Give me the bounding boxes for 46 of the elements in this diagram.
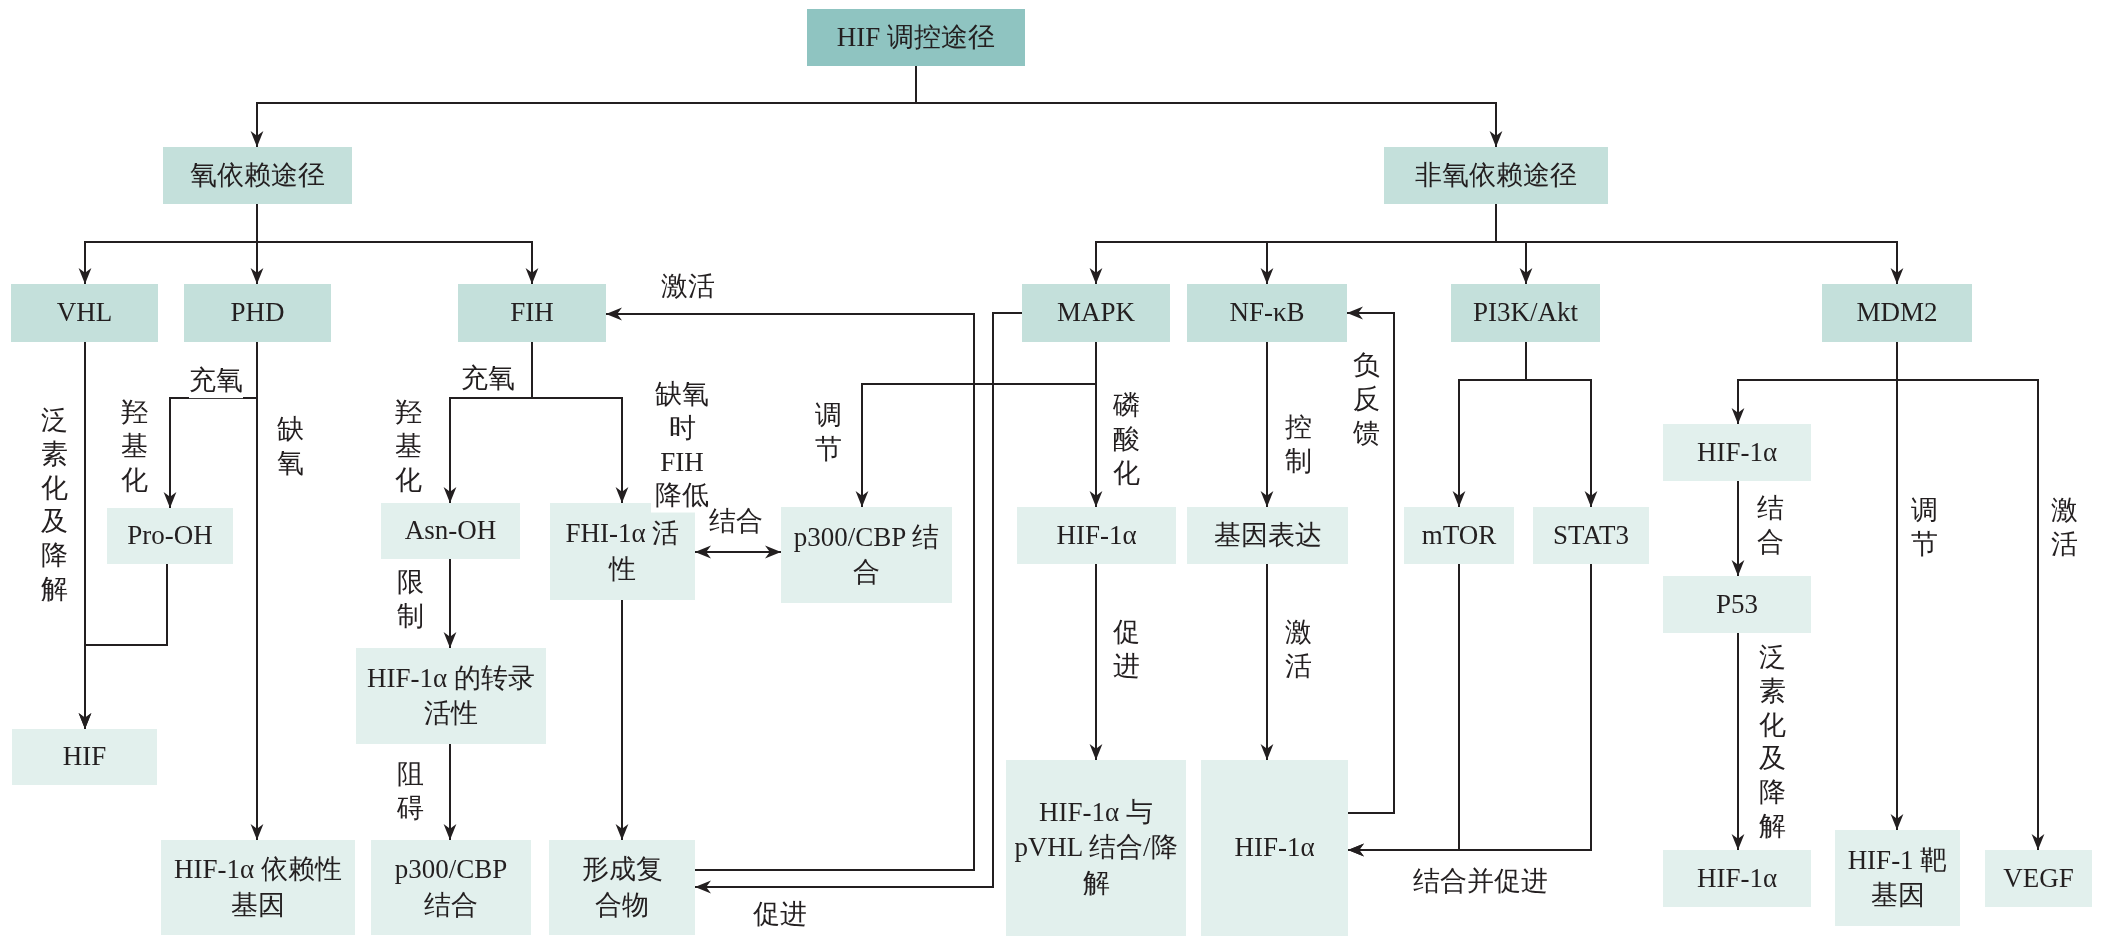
process-box: 形成复合物 [549,840,695,935]
process-box: STAT3 [1533,507,1649,564]
process-box: HIF-1α 的转录活性 [356,648,546,744]
process-box: HIF-1α [1017,507,1176,564]
process-box: VHL [11,284,158,342]
process-box: VEGF [1985,850,2092,907]
process-box: p300/CBP 结合 [371,840,531,935]
process-box: HIF-1α [1663,850,1811,907]
process-box: mTOR [1404,507,1514,564]
process-box: HIF-1α [1201,760,1348,936]
arrow [1089,563,1103,761]
arrow [1089,341,1103,508]
arrow [256,203,539,285]
arrow [443,743,457,841]
process-box: NF-κB [1187,284,1347,342]
process-box: HIF [12,729,157,785]
process-box: p300/CBP 结合 [781,507,952,603]
process-box: PI3K/Akt [1451,284,1600,342]
arrow [1346,306,1395,814]
arrow [1731,480,1745,577]
process-box: FIH [458,284,606,342]
process-box: HIF 调控途径 [807,9,1025,66]
arrow [443,558,457,649]
process-box: 基因表达 [1187,507,1348,564]
arrow [1260,341,1274,508]
arrow [615,599,629,841]
process-box: P53 [1663,576,1811,633]
arrow [694,545,782,559]
arrow [1347,563,1592,857]
process-box: HIF-1α 与 pVHL 结合/降解 [1006,760,1186,936]
process-box: 非氧依赖途径 [1384,147,1608,204]
arrow [78,563,168,730]
annotation-text: 充氧 [189,364,243,398]
arrow [694,312,1023,894]
process-box: HIF-1 靶基因 [1835,830,1960,926]
process-box: PHD [184,284,331,342]
process-box: HIF-1α 依赖性基因 [161,840,355,935]
arrow [1731,632,1745,851]
process-box: MDM2 [1822,284,1972,342]
process-box: Asn-OH [381,503,520,559]
process-box: 氧依赖途径 [163,147,352,204]
process-box: HIF-1α [1663,424,1811,481]
process-box: MAPK [1022,284,1170,342]
arrow [605,307,975,871]
arrow [1260,563,1274,761]
process-box: Pro-OH [107,508,233,564]
